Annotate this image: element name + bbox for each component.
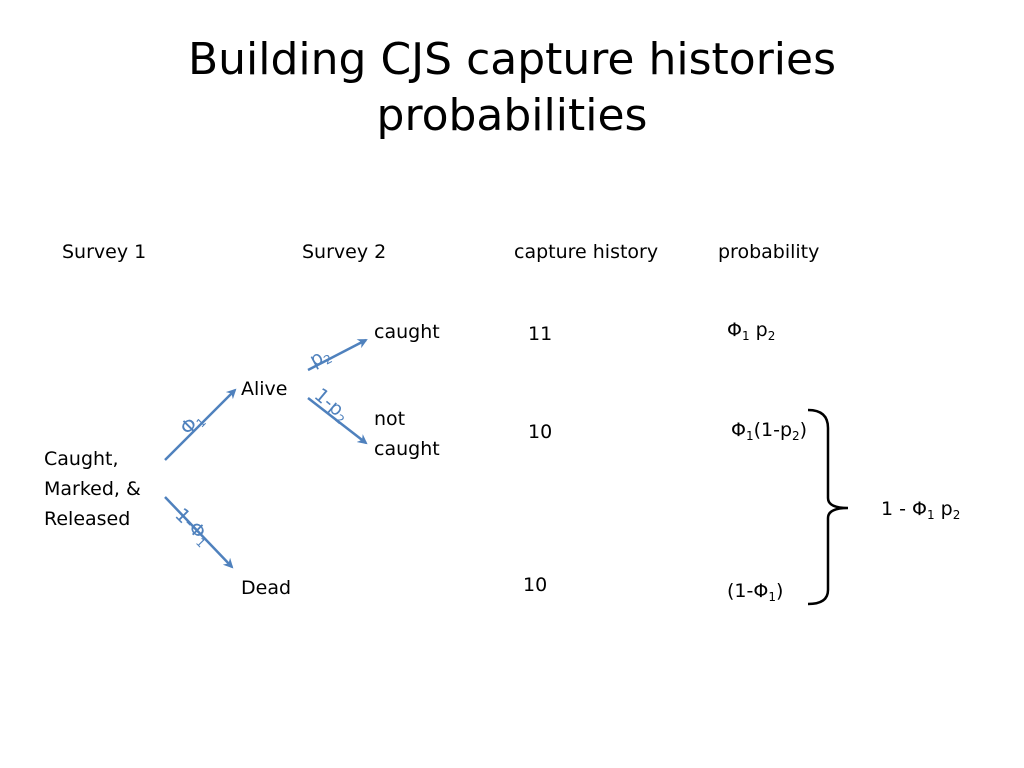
history-not-caught: 10 [528, 421, 553, 443]
combined-b-sub: 2 [952, 508, 961, 522]
node-start-line-2: Marked, & [44, 478, 141, 500]
combined-a-sub: 1 [926, 508, 935, 522]
history-caught: 11 [528, 323, 553, 345]
header-capture-history: capture history [514, 241, 659, 263]
prob-caught-a-sub: 1 [741, 329, 750, 343]
prob-not-caught-c: ) [799, 419, 808, 441]
prob-not-caught-b: (1-p [753, 419, 793, 441]
arrow-to-dead [164, 496, 234, 569]
probability-dead: (1-Φ1) [727, 579, 783, 603]
header-survey-2: Survey 2 [302, 241, 387, 263]
node-not-caught: not caught [374, 404, 440, 464]
combined-probability: 1 - Φ1 p2 [881, 497, 960, 521]
node-caught: caught [374, 321, 440, 343]
prob-caught-b: p [749, 319, 768, 341]
prob-dead-c: ) [775, 580, 784, 602]
node-alive: Alive [241, 378, 288, 400]
probability-not-caught: Φ1(1-p2) [731, 418, 807, 442]
prob-dead-a: (1-Φ [727, 580, 769, 602]
prob-caught-b-sub: 2 [767, 329, 776, 343]
combined-b: p [934, 498, 953, 520]
probability-caught: Φ1 p2 [727, 318, 775, 342]
history-dead: 10 [523, 574, 548, 596]
node-not-caught-line-2: caught [374, 438, 440, 460]
combined-a: 1 - Φ [881, 498, 927, 520]
node-start: Caught, Marked, & Released [44, 444, 141, 534]
prob-not-caught-b-sub: 2 [792, 429, 800, 443]
node-dead: Dead [241, 577, 292, 599]
node-not-caught-line-1: not [374, 408, 406, 430]
header-probability: probability [718, 241, 820, 263]
node-start-line-1: Caught, [44, 448, 119, 470]
arrow-to-not-caught [307, 397, 368, 445]
prob-caught-a: Φ [727, 319, 742, 341]
prob-dead-a-sub: 1 [768, 590, 776, 604]
prob-not-caught-a: Φ [731, 419, 746, 441]
header-survey-1: Survey 1 [62, 241, 147, 263]
title-line-1: Building CJS capture histories [187, 34, 836, 85]
prob-not-caught-a-sub: 1 [745, 429, 754, 443]
arrow-to-caught [307, 338, 368, 372]
title-line-2: probabilities [376, 90, 648, 141]
node-start-line-3: Released [44, 508, 131, 530]
arrow-to-alive [164, 388, 237, 461]
curly-bracket [807, 408, 849, 606]
slide-title: Building CJS capture histories probabili… [0, 32, 1024, 144]
